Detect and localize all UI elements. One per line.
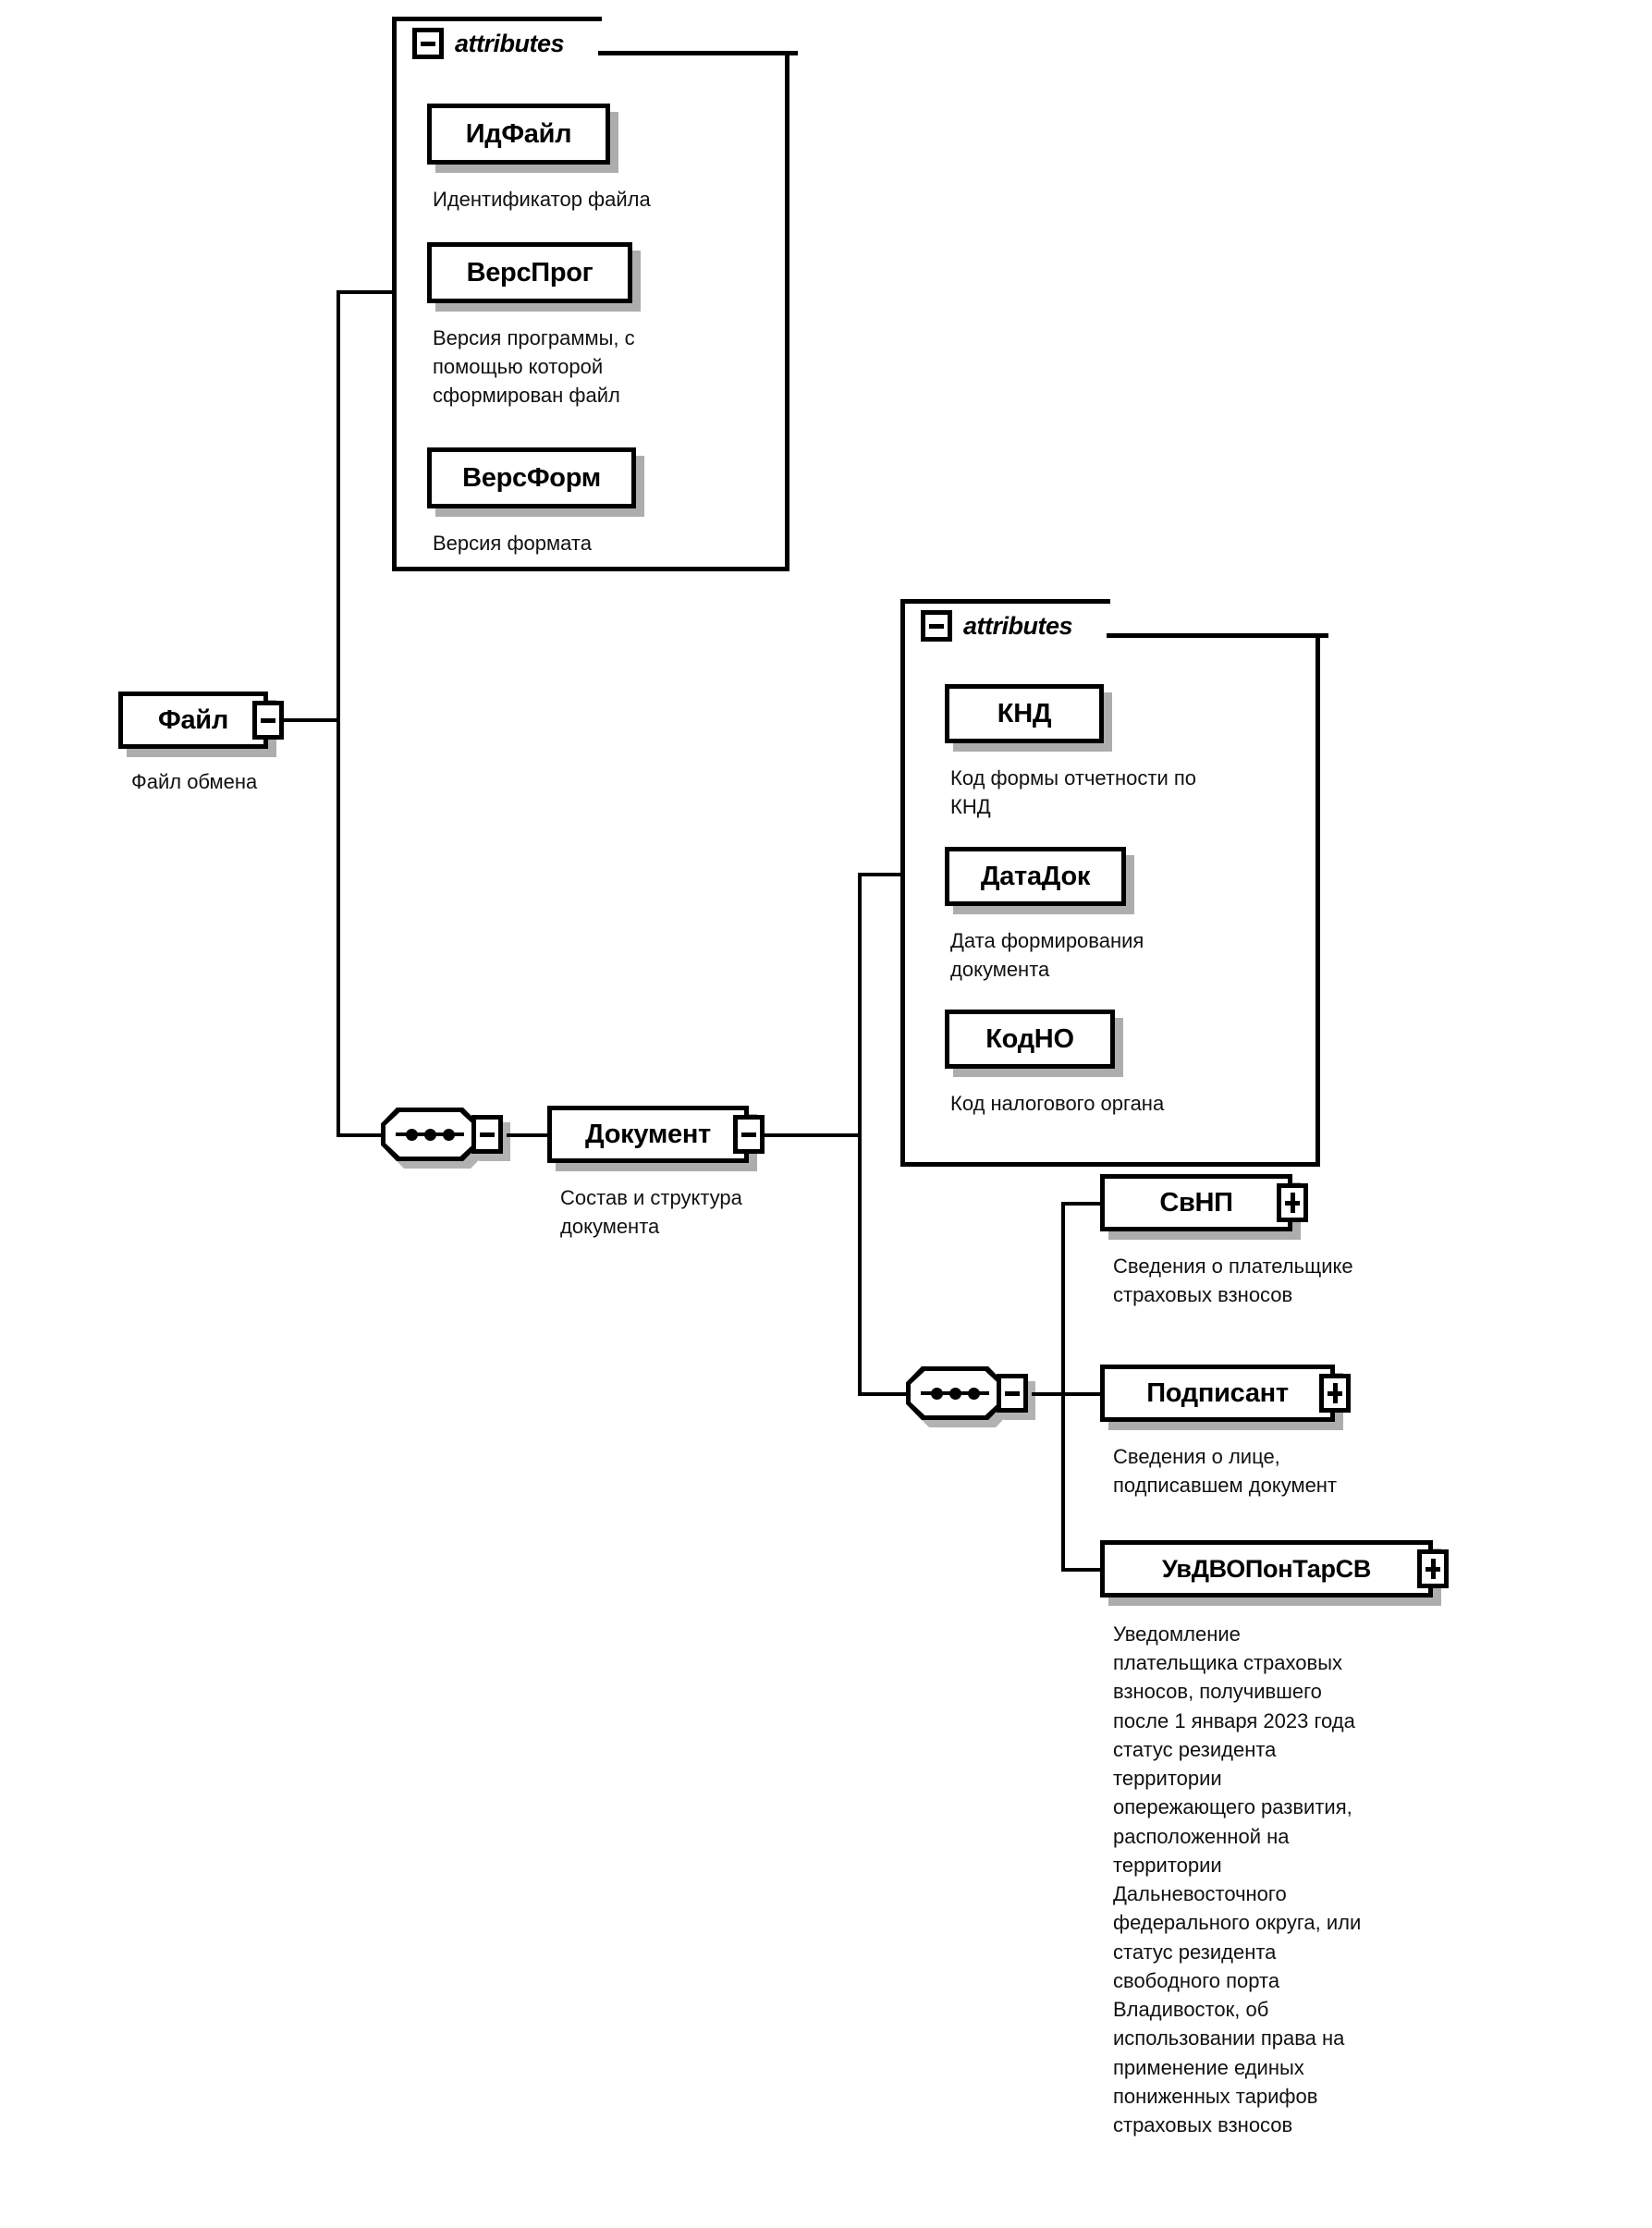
element-caption-dokument: Состав и структура документа <box>560 1186 742 1239</box>
panel-notch-edge <box>1107 633 1328 638</box>
node-label: ИдФайл <box>465 118 572 149</box>
attribute-caption-idfail: Идентификатор файла <box>433 188 651 211</box>
expand-handle-plus-icon[interactable] <box>1277 1183 1308 1222</box>
panel-notch-mask <box>1110 596 1336 637</box>
connector-trunk-to-podpisant <box>1061 1392 1102 1396</box>
connector-trunk-to-uvdvo <box>1061 1568 1102 1572</box>
file-attributes-header: attributes <box>407 28 570 59</box>
panel-notch-mask <box>602 14 805 55</box>
sequence-compositor-icon[interactable] <box>381 1108 503 1161</box>
attribute-node-idfail[interactable]: ИдФайл <box>427 104 610 165</box>
node-box[interactable]: Файл <box>118 692 284 749</box>
node-label: СвНП <box>1159 1187 1233 1218</box>
element-caption-fail: Файл обмена <box>131 770 258 793</box>
node-box[interactable]: КНД <box>945 684 1104 743</box>
expand-handle-plus-icon[interactable] <box>1417 1549 1449 1588</box>
node-box[interactable]: СвНП <box>1100 1174 1308 1231</box>
node-label: Документ <box>585 1119 711 1149</box>
connector-trunk-to-file-attributes <box>337 290 396 294</box>
compositor-dots <box>906 1387 1004 1400</box>
connector-trunk-to-children-sequence <box>858 1392 908 1396</box>
attribute-node-datadok[interactable]: ДатаДок <box>945 847 1126 906</box>
compositor-dots <box>381 1128 479 1141</box>
attribute-caption-kodno: Код налогового органа <box>950 1092 1165 1115</box>
compositor-collapse-icon[interactable] <box>471 1115 503 1154</box>
collapse-handle-minus-icon[interactable] <box>252 701 284 740</box>
panel-notch-edge <box>598 51 798 55</box>
connector-trunk-document <box>858 873 862 1396</box>
node-box[interactable]: ВерсФорм <box>427 447 636 508</box>
connector-sequence-to-document <box>507 1133 549 1137</box>
connector-trunk-to-document-attributes <box>858 873 902 876</box>
compositor-collapse-icon[interactable] <box>997 1374 1028 1413</box>
document-attributes-header: attributes <box>915 610 1079 642</box>
element-caption-svnp: Сведения о плательщике страховых взносов <box>1113 1255 1353 1307</box>
connector-document-to-trunk <box>758 1133 862 1137</box>
attribute-caption-versprog: Версия программы, с помощью которой сфор… <box>433 326 635 408</box>
element-caption-uvdvopontarsv: Уведомление плательщика страховых взносо… <box>1113 1622 1362 2136</box>
connector-trunk-to-document-sequence <box>337 1133 383 1137</box>
element-node-uvdvopontarsv[interactable]: УвДВОПонТарСВ <box>1100 1540 1449 1598</box>
element-node-dokument[interactable]: Документ <box>547 1106 765 1163</box>
expand-handle-plus-icon[interactable] <box>1319 1374 1351 1413</box>
node-label: ВерсФорм <box>462 462 601 493</box>
minus-box-icon[interactable] <box>921 610 952 642</box>
connector-fail-to-trunk <box>277 718 340 722</box>
node-box[interactable]: Документ <box>547 1106 765 1163</box>
element-node-podpisant[interactable]: Подписант <box>1100 1365 1351 1422</box>
node-label: ДатаДок <box>980 861 1091 891</box>
sequence-compositor-icon[interactable] <box>906 1366 1028 1420</box>
attribute-caption-versform: Версия формата <box>433 532 592 555</box>
attribute-node-kodno[interactable]: КодНО <box>945 1010 1115 1069</box>
connector-trunk-children <box>1061 1202 1065 1572</box>
node-label: Файл <box>158 704 228 735</box>
minus-box-icon[interactable] <box>412 28 444 59</box>
node-box[interactable]: ВерсПрог <box>427 242 632 303</box>
node-box[interactable]: ДатаДок <box>945 847 1126 906</box>
node-box[interactable]: КодНО <box>945 1010 1115 1069</box>
attribute-caption-knd: Код формы отчетности по КНД <box>950 766 1197 819</box>
attribute-caption-datadok: Дата формирования документа <box>950 929 1144 982</box>
node-box[interactable]: Подписант <box>1100 1365 1351 1422</box>
node-label: ВерсПрог <box>466 257 593 288</box>
element-node-svnp[interactable]: СвНП <box>1100 1174 1308 1231</box>
node-label: УвДВОПонТарСВ <box>1161 1554 1372 1583</box>
element-caption-podpisant: Сведения о лице, подписавшем документ <box>1113 1445 1338 1498</box>
node-label: КодНО <box>985 1023 1074 1054</box>
document-attributes-title: attributes <box>963 611 1073 640</box>
collapse-handle-minus-icon[interactable] <box>733 1115 765 1154</box>
connector-trunk-to-svnp <box>1061 1202 1102 1206</box>
attribute-node-versprog[interactable]: ВерсПрог <box>427 242 632 303</box>
node-box[interactable]: ИдФайл <box>427 104 610 165</box>
connector-children-sequence-to-trunk <box>1032 1392 1065 1396</box>
attribute-node-knd[interactable]: КНД <box>945 684 1104 743</box>
file-attributes-title: attributes <box>455 29 565 57</box>
node-label: КНД <box>997 698 1052 728</box>
element-node-fail[interactable]: Файл <box>118 692 284 749</box>
node-box[interactable]: УвДВОПонТарСВ <box>1100 1540 1449 1598</box>
connector-trunk-file <box>337 290 340 1137</box>
node-label: Подписант <box>1146 1377 1289 1408</box>
attribute-node-versform[interactable]: ВерсФорм <box>427 447 636 508</box>
